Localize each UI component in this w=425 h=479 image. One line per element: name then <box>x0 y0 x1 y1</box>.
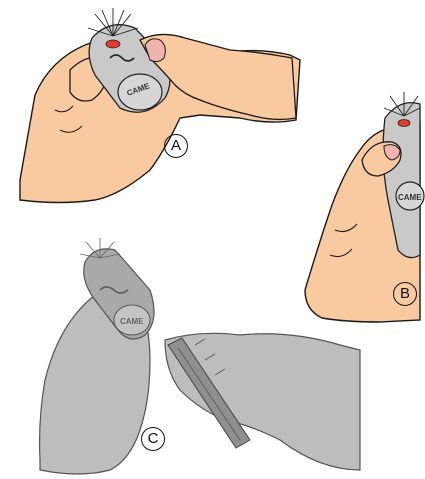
panel-c-right-hand <box>165 333 360 470</box>
panel-c-led-rays <box>80 238 120 258</box>
panel-c-remote-logo: CAME <box>120 317 144 326</box>
panel-b-remote-logo: CAME <box>398 193 422 202</box>
marker-a: A <box>164 134 188 158</box>
marker-c: C <box>141 427 165 451</box>
marker-b: B <box>393 282 417 306</box>
panel-a-illustration: CAME <box>20 8 300 203</box>
